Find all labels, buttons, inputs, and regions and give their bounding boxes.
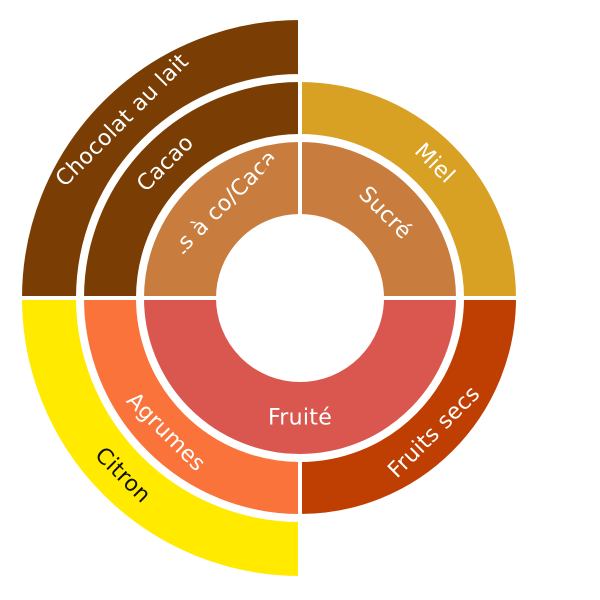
label-inner-fruite: Fruité	[268, 406, 332, 431]
segment-inner-fruite	[139, 296, 461, 458]
segment-outer-chocolat-au-lait	[17, 15, 302, 300]
sunburst-segments	[17, 15, 521, 581]
segment-middle-agrumes	[79, 296, 302, 519]
segment-outer-citron	[17, 296, 302, 581]
segment-inner-sucre	[298, 137, 461, 300]
segment-inner-fruits-a-co-cacao	[139, 137, 302, 300]
